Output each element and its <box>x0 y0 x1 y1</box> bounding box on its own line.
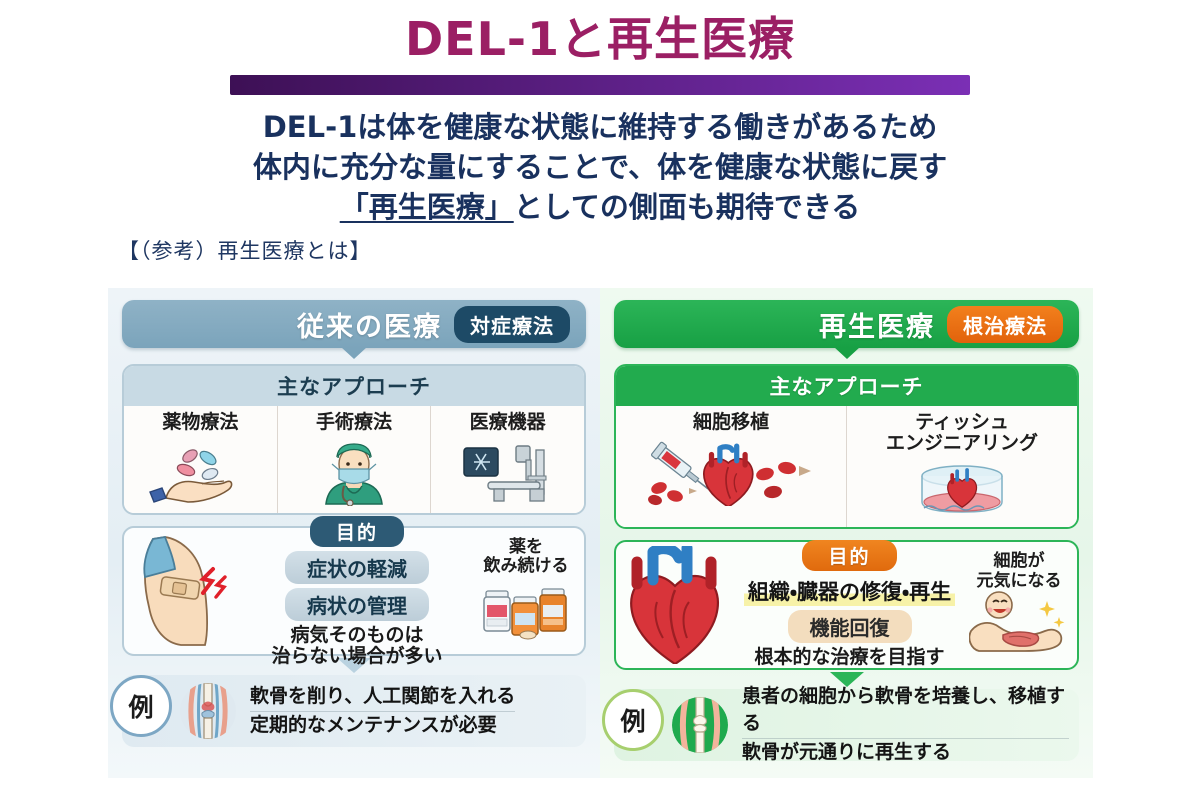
right-example-line-1: 患者の細胞から軟骨を培養し、移植する <box>742 684 1066 735</box>
right-approach-card: 主なアプローチ 細胞移植 <box>614 364 1079 529</box>
flexing-arm-icon <box>967 591 1071 657</box>
left-purpose-content: 目的 症状の軽減 病状の管理 病気そのものは 治らない場合が多い <box>240 515 474 668</box>
left-panel-title: 従来の医療 <box>297 311 442 343</box>
comparison-figure: 従来の医療 対症療法 主なアプローチ 薬物療法 <box>108 288 1093 778</box>
petri-dish-heart-icon <box>851 457 1073 521</box>
page-title: DEL-1と再生医療 <box>404 12 796 66</box>
syringe-heart-bloodcells-icon <box>620 435 842 507</box>
left-approach-items: 薬物療法 <box>124 406 584 514</box>
right-header-notch <box>833 347 860 359</box>
left-approach-card: 主なアプローチ 薬物療法 <box>122 364 586 516</box>
left-flow-arrow <box>337 658 371 674</box>
right-purpose-card: 目的 組織・臓器の修復・再生 機能回復 根本的な治療を目指す 細胞が 元気になる <box>614 539 1079 670</box>
left-example-line-1: 軟骨を削り、人工関節を入れる <box>250 685 516 708</box>
approach-item-label: 医療機器 <box>469 411 546 433</box>
right-example-wrap: 例 患者の細胞から軟骨を培養し <box>602 685 1079 763</box>
approach-item-tissue-engineering: ティッシュ エンジニアリング <box>847 406 1077 527</box>
left-purpose-card: 目的 症状の軽減 病状の管理 病気そのものは 治らない場合が多い 薬を 飲み続け… <box>122 515 586 666</box>
left-example-row: 軟骨を削り、人工関節を入れる 定期的なメンテナンスが必要 <box>122 675 586 748</box>
right-purpose-side-label: 細胞が 元気になる <box>976 551 1062 591</box>
subtitle-line-2: 体内に充分な量にすることで、体を健康な状態に戻す <box>252 149 948 184</box>
right-example-line-2: 軟骨が元通りに再生する <box>742 737 1069 767</box>
left-purpose-note: 病気そのものは 治らない場合が多い <box>271 623 443 667</box>
right-example-badge: 例 <box>602 688 664 751</box>
right-purpose-note: 根本的な治療を目指す <box>754 646 945 669</box>
knee-joint-green-icon <box>672 696 728 753</box>
approach-item-cell-transplant: 細胞移植 <box>616 406 847 527</box>
approach-item-label: 手術療法 <box>316 411 393 433</box>
right-purpose-highlight: 組織・臓器の修復・再生 <box>743 576 956 607</box>
left-purpose-item-2: 病状の管理 <box>285 587 429 621</box>
surgeon-icon <box>282 435 427 507</box>
left-panel-badge: 対症療法 <box>454 305 570 343</box>
left-header-notch <box>341 347 367 359</box>
right-example-text: 患者の細胞から軟骨を培養し、移植する 軟骨が元通りに再生する <box>742 683 1069 767</box>
left-approach-heading: 主なアプローチ <box>124 366 584 406</box>
approach-item-surgery: 手術療法 <box>278 406 432 514</box>
right-purpose-heading: 目的 <box>802 540 897 572</box>
approach-item-drug-therapy: 薬物療法 <box>124 406 278 514</box>
panel-conventional-medicine: 従来の医療 対症療法 主なアプローチ 薬物療法 <box>108 288 600 778</box>
right-purpose-content: 目的 組織・臓器の修復・再生 機能回復 根本的な治療を目指す <box>732 540 967 668</box>
title-accent-bar <box>230 74 970 95</box>
subtitle-line-3: 「再生医療」としての側面も期待できる <box>0 187 1200 227</box>
left-example-badge: 例 <box>110 675 172 738</box>
right-panel-header: 再生医療 根治療法 <box>614 300 1079 359</box>
approach-item-label: 細胞移植 <box>692 411 769 433</box>
right-panel-badge: 根治療法 <box>947 305 1063 343</box>
subtitle-line-3-rest: としての側面も期待できる <box>513 189 861 224</box>
right-approach-items: 細胞移植 <box>616 406 1077 527</box>
approach-item-medical-device: 医療機器 <box>431 406 584 513</box>
medicine-bottles-icon <box>474 577 578 645</box>
right-example-row: 患者の細胞から軟骨を培養し、移植する 軟骨が元通りに再生する <box>614 685 1079 763</box>
bandaged-arm-icon <box>130 533 240 649</box>
right-purpose-side: 細胞が 元気になる <box>967 552 1071 657</box>
right-approach-heading: 主なアプローチ <box>616 366 1077 406</box>
left-purpose-side-label: 薬を 飲み続ける <box>483 536 569 577</box>
left-purpose-side: 薬を 飲み続ける <box>474 536 578 645</box>
hand-with-pills-icon <box>128 435 273 507</box>
right-purpose-pill: 機能回復 <box>787 610 912 644</box>
left-panel-header: 従来の医療 対症療法 <box>122 300 586 359</box>
approach-item-label: ティッシュ エンジニアリング <box>885 411 1038 455</box>
subtitle-emphasis: 「再生医療」 <box>339 189 514 224</box>
left-purpose-heading: 目的 <box>309 515 404 547</box>
left-example-text: 軟骨を削り、人工関節を入れる 定期的なメンテナンスが必要 <box>250 683 516 740</box>
subtitle-block: DEL-1は体を健康な状態に維持する働きがあるため 体内に充分な量にすることで、… <box>0 107 1200 227</box>
figure-caption: 【（参考）再生医療とは】 <box>118 238 372 263</box>
xray-machine-icon <box>435 435 580 507</box>
right-flow-arrow <box>829 671 864 687</box>
left-purpose-item-1: 症状の軽減 <box>285 550 429 584</box>
approach-item-label: 薬物療法 <box>162 411 239 433</box>
subtitle-line-1: DEL-1は体を健康な状態に維持する働きがあるため <box>262 109 938 144</box>
left-example-line-2: 定期的なメンテナンスが必要 <box>250 710 516 740</box>
right-panel-title: 再生医療 <box>819 311 935 343</box>
panel-regenerative-medicine: 再生医療 根治療法 主なアプローチ 細胞移植 <box>600 288 1093 778</box>
left-example-wrap: 例 <box>110 675 586 748</box>
knee-joint-icon <box>180 683 236 740</box>
heart-organ-icon <box>622 545 732 664</box>
